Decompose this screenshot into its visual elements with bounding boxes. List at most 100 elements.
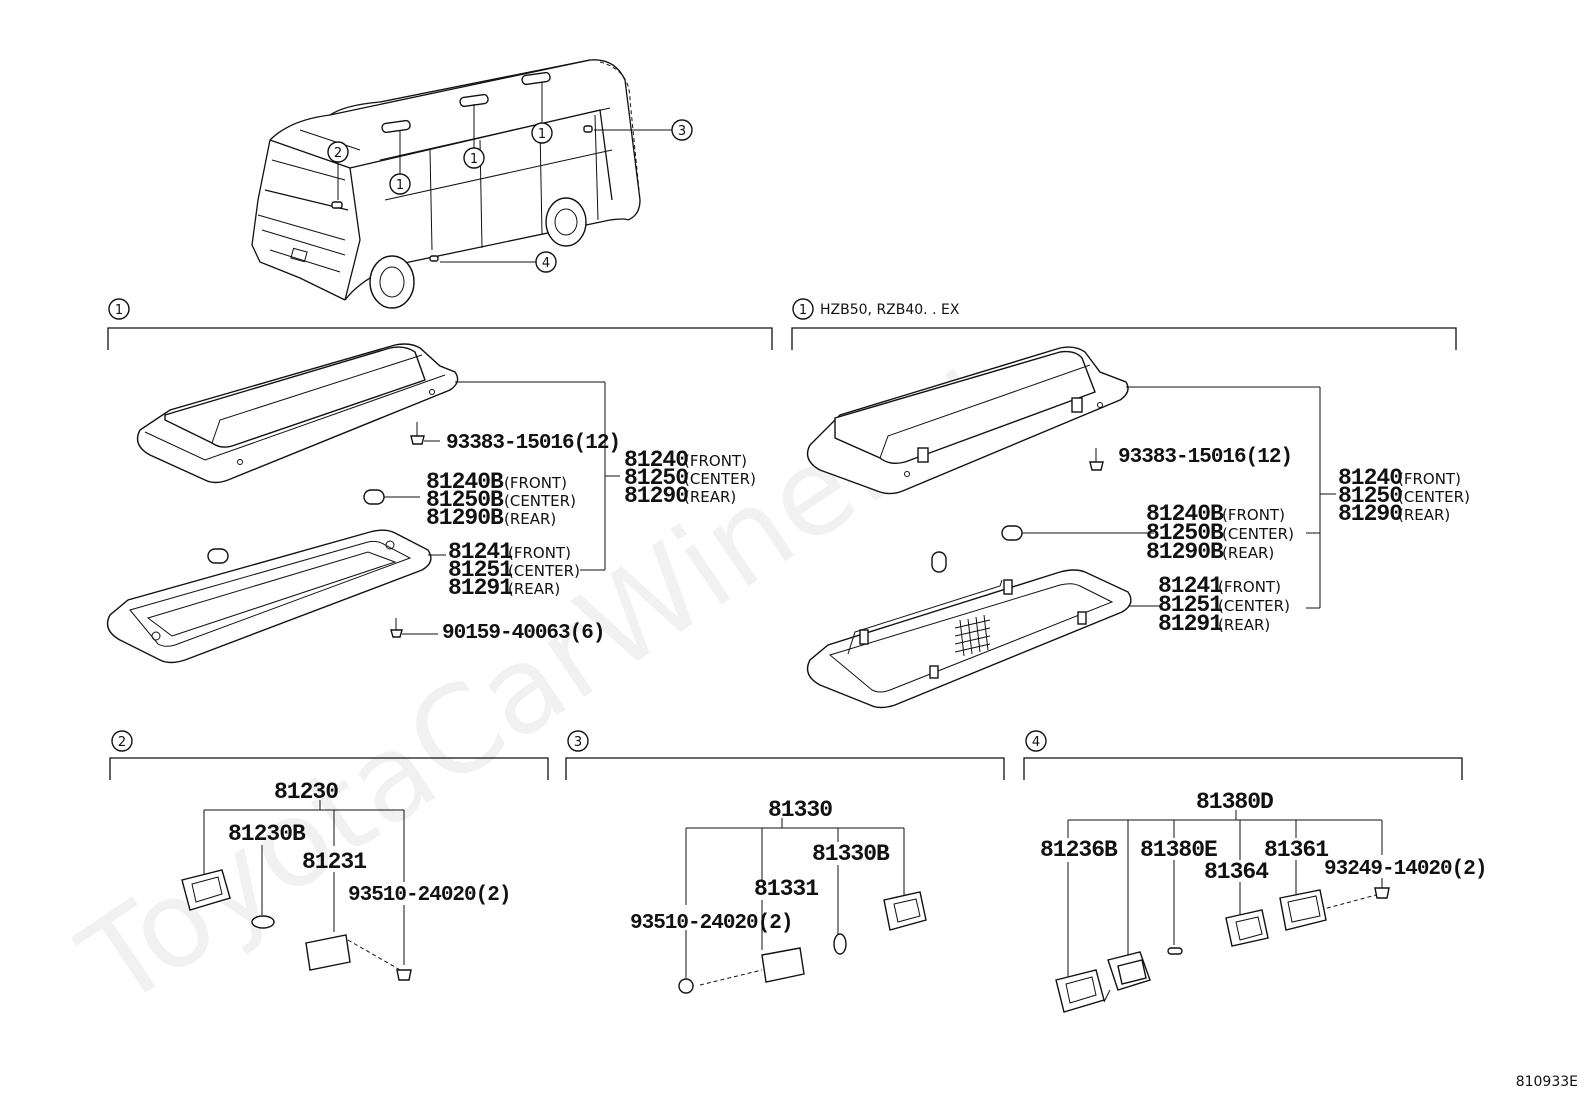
part-81290B-b: 81290B — [1146, 539, 1224, 565]
section-3-labels: 81330 81330B 81331 93510-24020(2) — [630, 797, 891, 935]
svg-text:1: 1 — [115, 303, 123, 318]
svg-text:(FRONT): (FRONT) — [1222, 506, 1285, 524]
part-81330B: 81330B — [812, 841, 890, 867]
part-81251-b: 81251 — [1158, 592, 1222, 618]
part-93383-15016: 93383-15016(12) — [446, 432, 620, 455]
svg-text:(REAR): (REAR) — [1222, 544, 1274, 562]
part-81330: 81330 — [768, 797, 832, 823]
section-4-parts — [1055, 887, 1390, 1013]
part-93383-15016-b: 93383-15016(12) — [1118, 446, 1292, 469]
part-81251: 81251 — [448, 557, 512, 583]
part-81331: 81331 — [754, 876, 818, 902]
van-overview — [251, 59, 641, 309]
part-81230B: 81230B — [228, 821, 306, 847]
svg-text:(FRONT): (FRONT) — [684, 452, 747, 470]
condition-note: HZB50, RZB40. . EX — [820, 302, 960, 318]
part-81291: 81291 — [448, 575, 512, 601]
section-4-header: 4 — [1023, 730, 1463, 780]
section-4-leaders — [1067, 810, 1383, 980]
callout-1a: 1 — [389, 130, 411, 195]
svg-text:(CENTER): (CENTER) — [508, 562, 580, 580]
svg-text:(REAR): (REAR) — [1398, 506, 1450, 524]
callout-1b: 1 — [463, 104, 485, 169]
part-81250-b: 81250 — [1338, 483, 1402, 509]
svg-text:1: 1 — [396, 178, 404, 193]
part-81250: 81250 — [624, 465, 688, 491]
svg-text:(CENTER): (CENTER) — [1222, 525, 1294, 543]
svg-text:(CENTER): (CENTER) — [1218, 597, 1290, 615]
section-1-lamp-housing — [136, 343, 459, 484]
diagram-code: 810933E — [1516, 1074, 1578, 1090]
section-3-header: 3 — [565, 730, 1005, 780]
section-1b-lens — [806, 569, 1132, 709]
section-3-leaders — [685, 818, 905, 986]
section-1-labels: 93383-15016(12) 81240 (FRONT) 81250 (CEN… — [426, 432, 756, 645]
svg-text:3: 3 — [678, 124, 686, 139]
part-81240-b: 81240 — [1338, 465, 1402, 491]
svg-text:(FRONT): (FRONT) — [1218, 578, 1281, 596]
part-81290-b: 81290 — [1338, 501, 1402, 527]
svg-text:3: 3 — [574, 735, 582, 750]
svg-text:(CENTER): (CENTER) — [684, 470, 756, 488]
part-81290B: 81290B — [426, 505, 504, 531]
part-81364: 81364 — [1204, 859, 1269, 885]
part-81240B-b: 81240B — [1146, 501, 1224, 527]
part-81240: 81240 — [624, 447, 688, 473]
part-81361: 81361 — [1264, 837, 1328, 863]
part-81236B: 81236B — [1040, 837, 1118, 863]
part-81230: 81230 — [274, 779, 338, 805]
section-1b-lamp-housing — [806, 346, 1129, 495]
part-81380D: 81380D — [1196, 789, 1273, 815]
svg-text:4: 4 — [1032, 735, 1040, 750]
section-1b-leaders — [1126, 386, 1336, 609]
part-81241-b: 81241 — [1158, 573, 1222, 599]
part-81241: 81241 — [448, 539, 512, 565]
section-2-header: 2 — [109, 730, 549, 780]
part-81380E: 81380E — [1140, 837, 1217, 863]
part-93510-24020-b: 93510-24020(2) — [630, 912, 792, 935]
part-93510-24020: 93510-24020(2) — [348, 884, 510, 907]
callout-2: 2 — [327, 141, 349, 200]
section-1-header: 1 — [107, 298, 773, 350]
section-3-parts — [678, 891, 927, 994]
section-1b-labels: 93383-15016(12) 81240 (FRONT) 81250 (CEN… — [1118, 446, 1470, 637]
svg-text:(REAR): (REAR) — [684, 488, 736, 506]
callout-4: 4 — [440, 251, 557, 273]
section-1-bolt — [410, 422, 440, 445]
section-1-leaders — [428, 381, 620, 571]
section-1b-bulbs — [931, 525, 1154, 573]
part-81290: 81290 — [624, 483, 688, 509]
part-90159-40063: 90159-40063(6) — [442, 622, 604, 645]
svg-text:2: 2 — [118, 735, 126, 750]
svg-text:2: 2 — [334, 146, 342, 161]
svg-text:1: 1 — [538, 127, 546, 142]
svg-text:(CENTER): (CENTER) — [504, 492, 576, 510]
section-4-labels: 81380D 81236B 81380E 81364 81361 93249-1… — [1040, 789, 1487, 885]
svg-text:1: 1 — [799, 303, 807, 318]
section-2-labels: 81230 81230B 81231 93510-24020(2) — [228, 779, 511, 907]
svg-text:4: 4 — [542, 256, 550, 271]
svg-text:(REAR): (REAR) — [1218, 616, 1270, 634]
section-1-lens — [106, 529, 432, 664]
part-81240B: 81240B — [426, 469, 504, 495]
section-2-parts — [181, 869, 412, 981]
callout-3: 3 — [594, 119, 693, 141]
svg-text:(REAR): (REAR) — [508, 580, 560, 598]
svg-text:(CENTER): (CENTER) — [1398, 488, 1470, 506]
section-1b-header: 1 HZB50, RZB40. . EX — [791, 298, 1457, 350]
part-93249-14020: 93249-14020(2) — [1324, 858, 1486, 881]
section-1-screw — [390, 618, 438, 638]
section-1b-bolt — [1089, 448, 1104, 471]
section-1-bulbs — [207, 489, 420, 564]
svg-text:(REAR): (REAR) — [504, 510, 556, 528]
svg-text:(FRONT): (FRONT) — [1398, 470, 1461, 488]
part-81231: 81231 — [302, 849, 366, 875]
part-81291-b: 81291 — [1158, 611, 1222, 637]
section-2-leaders — [203, 800, 405, 971]
part-81250B-b: 81250B — [1146, 520, 1224, 546]
callout-1c: 1 — [531, 82, 553, 144]
svg-text:(FRONT): (FRONT) — [508, 544, 571, 562]
svg-text:1: 1 — [470, 152, 478, 167]
part-81250B: 81250B — [426, 487, 504, 513]
